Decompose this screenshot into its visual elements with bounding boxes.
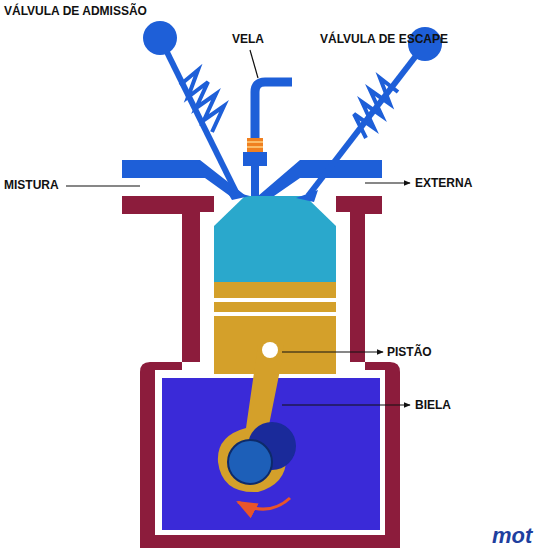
spark-plug bbox=[243, 82, 292, 196]
exhaust-valve bbox=[296, 27, 442, 202]
part-label: EXTERNA bbox=[415, 177, 472, 190]
part-label: VÁLVULA DE ESCAPE bbox=[320, 33, 448, 46]
intake-valve bbox=[143, 21, 250, 200]
combustion-chamber bbox=[214, 196, 336, 282]
leader-lines bbox=[66, 50, 410, 405]
connecting-rod bbox=[218, 345, 286, 492]
part-label: BIELA bbox=[415, 399, 451, 412]
part-label: VELA bbox=[232, 33, 264, 46]
rotation-arrow bbox=[238, 498, 290, 509]
part-label: VÁLVULA DE ADMISSÃO bbox=[4, 5, 147, 18]
wrist-pin bbox=[262, 342, 278, 358]
part-label: PISTÃO bbox=[387, 346, 432, 359]
watermark: mot bbox=[492, 524, 532, 548]
part-label: MISTURA bbox=[4, 179, 59, 192]
engine-block bbox=[122, 196, 400, 548]
crank-pin bbox=[228, 440, 272, 484]
